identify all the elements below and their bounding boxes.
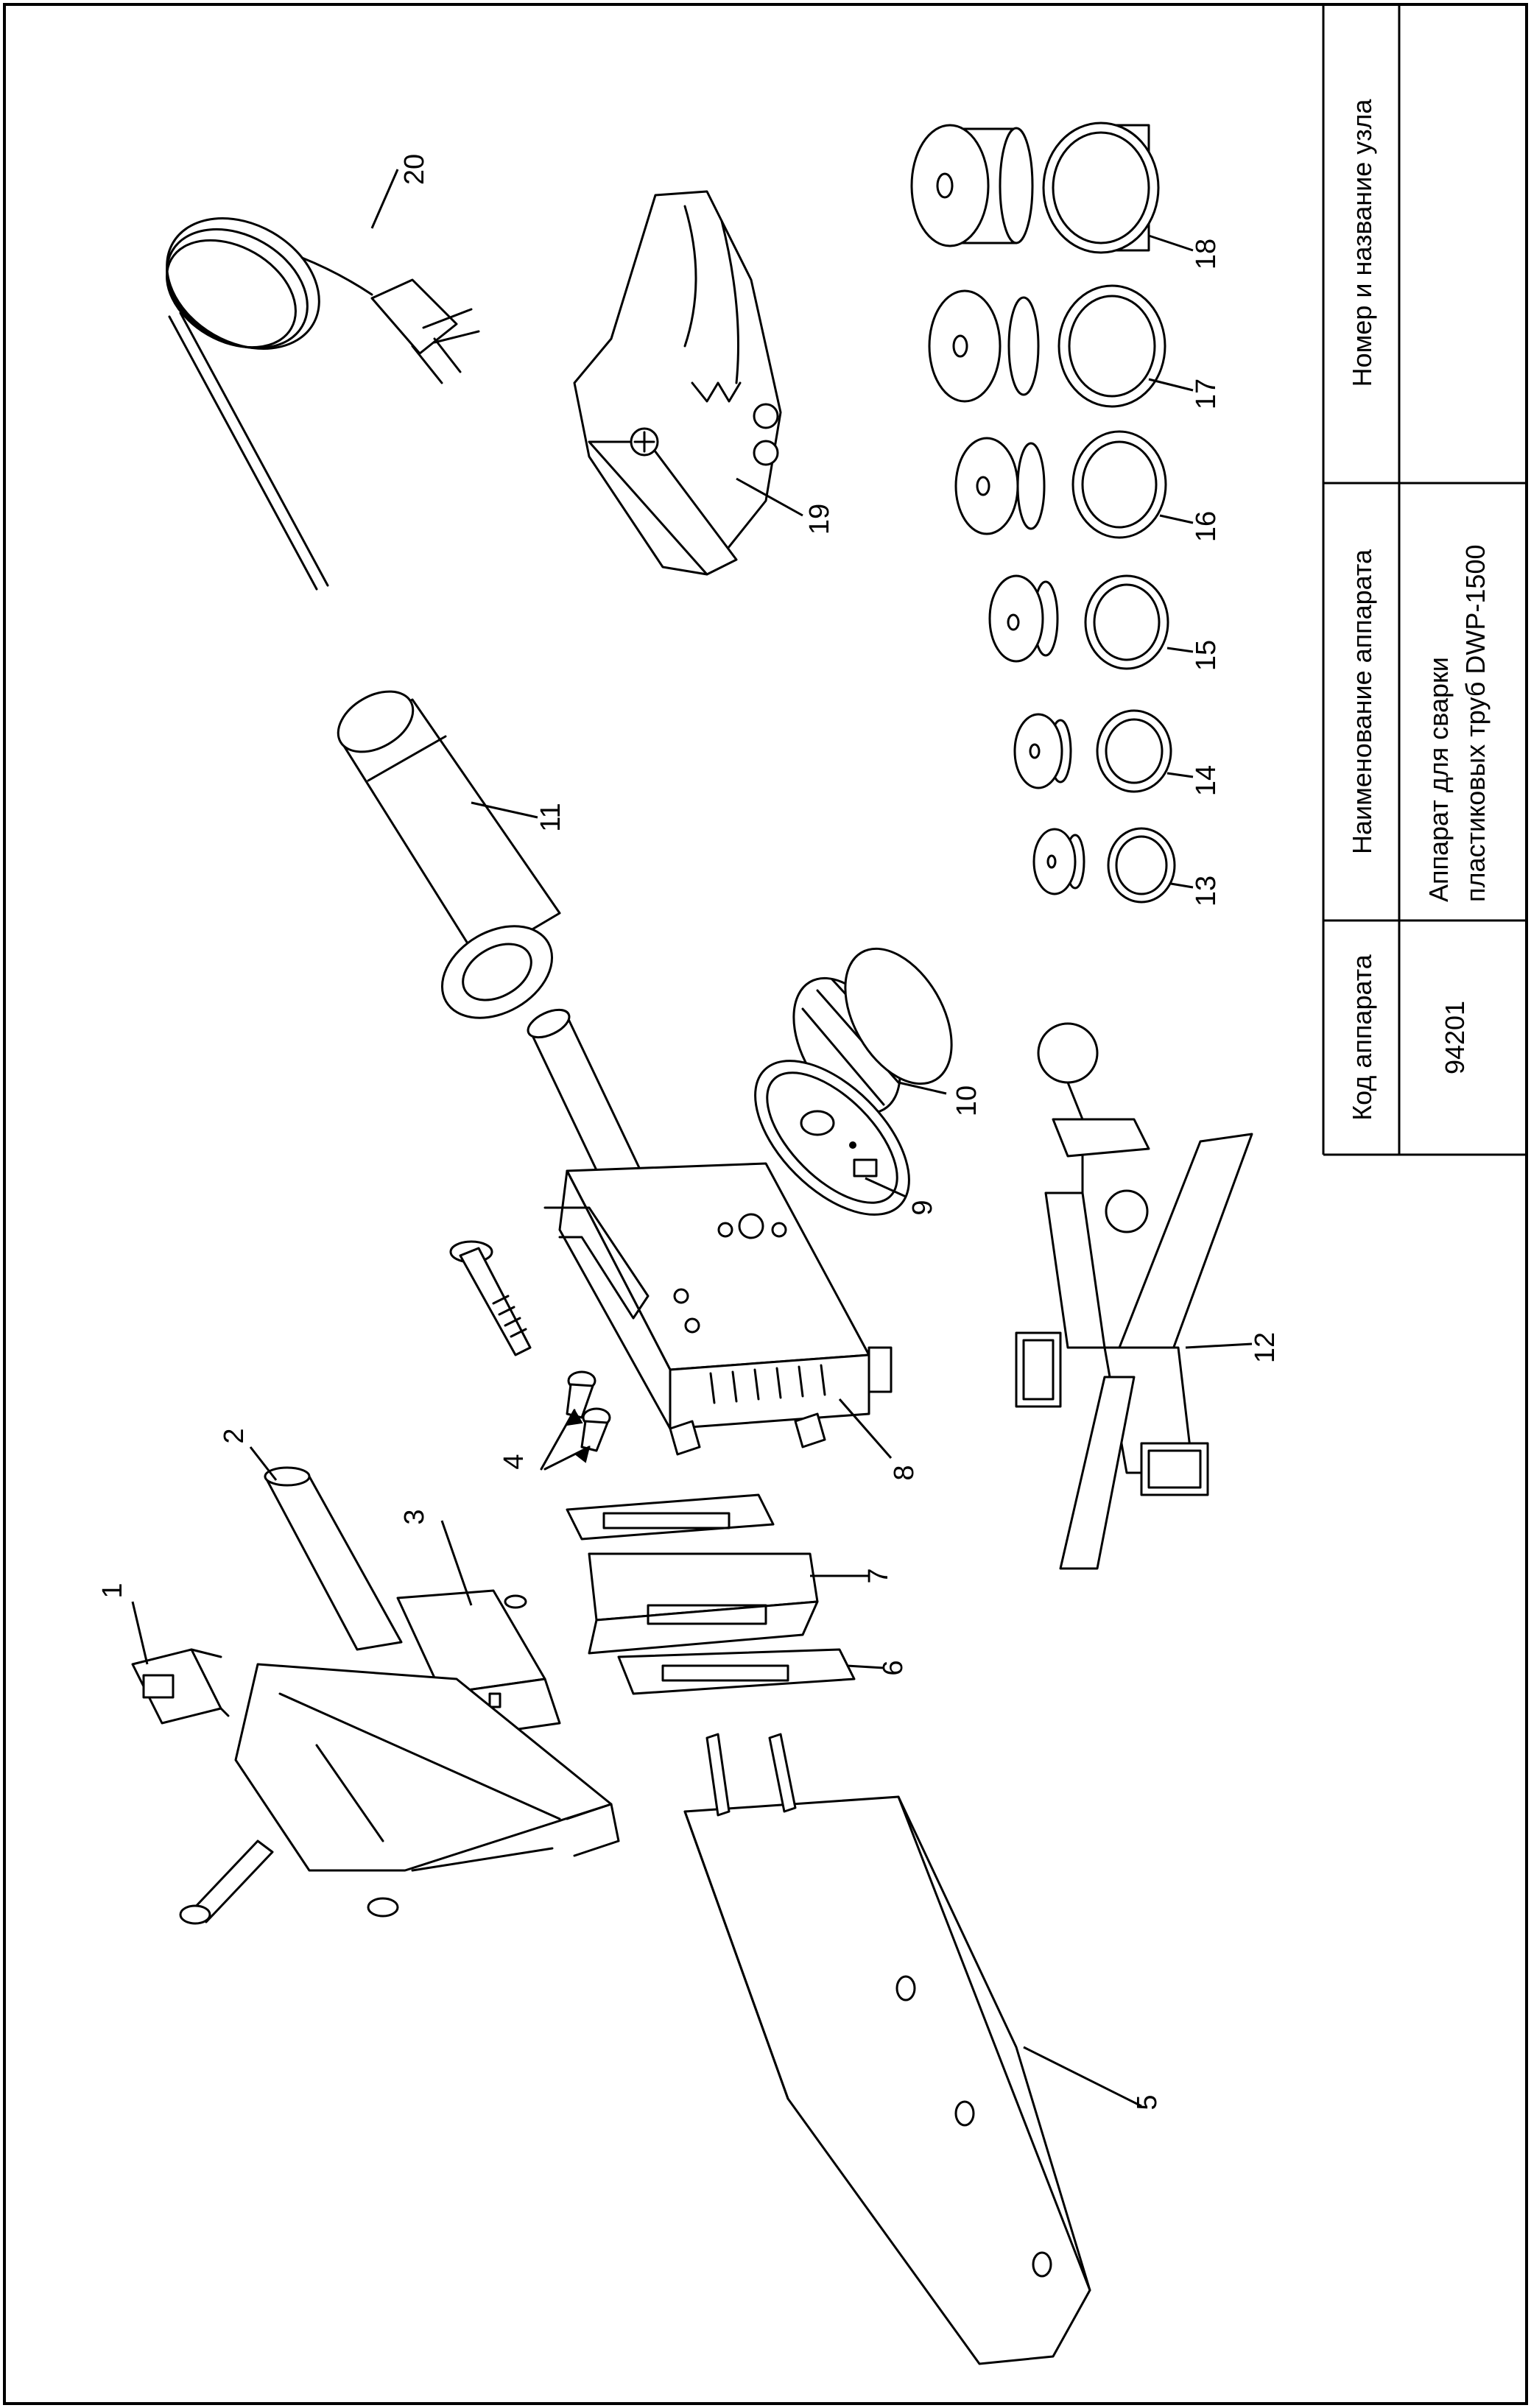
- part-11-handle: [337, 690, 561, 1019]
- part-5-heating-plate: [683, 1733, 1091, 2365]
- label-part-18: 18: [1191, 239, 1222, 270]
- label-part-7: 7: [863, 1568, 894, 1583]
- sheet-border: [3, 3, 1528, 2405]
- label-part-20: 20: [399, 154, 430, 185]
- label-part-3: 3: [399, 1509, 430, 1524]
- part-20-power-cord: [166, 217, 480, 591]
- name-line-2: пластиковых труб DWP-1500: [1460, 545, 1490, 903]
- part-7-insulator: [566, 1493, 775, 1541]
- socket-17: [928, 284, 1166, 408]
- socket-14: [1013, 709, 1172, 793]
- part-header: Номер и название узла: [1347, 99, 1377, 387]
- label-part-8: 8: [889, 1465, 920, 1480]
- bolt-heater: [449, 1240, 532, 1356]
- socket-18: [910, 122, 1160, 254]
- name-line-1: Аппарат для сварки: [1423, 657, 1454, 902]
- label-part-11: 11: [535, 803, 566, 831]
- socket-15: [988, 574, 1169, 670]
- label-part-17: 17: [1191, 379, 1222, 409]
- socket-13: [1032, 827, 1176, 904]
- label-part-19: 19: [804, 504, 835, 535]
- bolts-base: [179, 1840, 399, 1925]
- label-part-5: 5: [1132, 2094, 1163, 2110]
- name-header: Наименование аппарата: [1347, 549, 1377, 854]
- label-part-12: 12: [1250, 1332, 1281, 1363]
- part-19-pipe-cutter: [573, 190, 782, 576]
- sockets-13-18: [910, 122, 1176, 904]
- part-9-dial-plate: [754, 1060, 910, 1216]
- title-block: Код аппарата 94201 Наименование аппарата…: [1322, 6, 1525, 1156]
- part-12-bench-clamp: [1015, 1022, 1253, 1570]
- label-part-10: 10: [951, 1085, 982, 1116]
- label-part-16: 16: [1191, 511, 1222, 542]
- code-value: 94201: [1440, 1001, 1470, 1074]
- part-1-switch: [131, 1648, 230, 1725]
- leader-lines: [131, 169, 1253, 2108]
- part-labels: 1 2 3 4 5 6 7 8 9 10 11 12 13 14 15 16 1…: [97, 154, 1281, 2110]
- label-part-14: 14: [1191, 765, 1222, 796]
- label-part-2: 2: [219, 1428, 250, 1443]
- part-2-tube: [264, 1466, 403, 1651]
- label-part-9: 9: [907, 1200, 938, 1215]
- label-part-13: 13: [1191, 876, 1222, 906]
- label-part-4: 4: [499, 1454, 529, 1469]
- part-6-plate: [617, 1648, 856, 1695]
- code-header: Код аппарата: [1347, 954, 1377, 1121]
- part-7-block: [588, 1552, 819, 1655]
- part-8-heater-body: [527, 1008, 893, 1456]
- label-part-15: 15: [1191, 640, 1222, 671]
- base-housing: [234, 1663, 620, 1872]
- label-part-6: 6: [878, 1660, 909, 1675]
- part-4-screws: [540, 1370, 611, 1471]
- socket-16: [954, 430, 1167, 539]
- label-part-1: 1: [97, 1583, 128, 1598]
